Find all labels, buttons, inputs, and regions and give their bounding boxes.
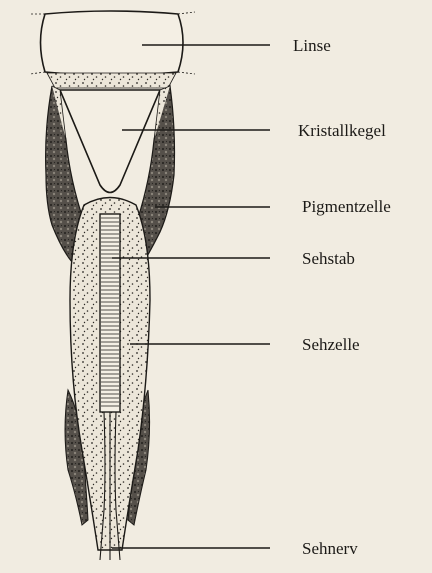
rhabdom	[100, 214, 120, 412]
label-pigmentzelle: Pigmentzelle	[302, 198, 391, 215]
label-sehzelle: Sehzelle	[302, 336, 360, 353]
label-kristallkegel: Kristallkegel	[298, 122, 386, 139]
lens-shape	[30, 11, 195, 75]
label-linse: Linse	[293, 37, 331, 54]
label-sehnerv: Sehnerv	[302, 540, 358, 557]
label-sehstab: Sehstab	[302, 250, 355, 267]
lens-base-band	[47, 73, 176, 88]
